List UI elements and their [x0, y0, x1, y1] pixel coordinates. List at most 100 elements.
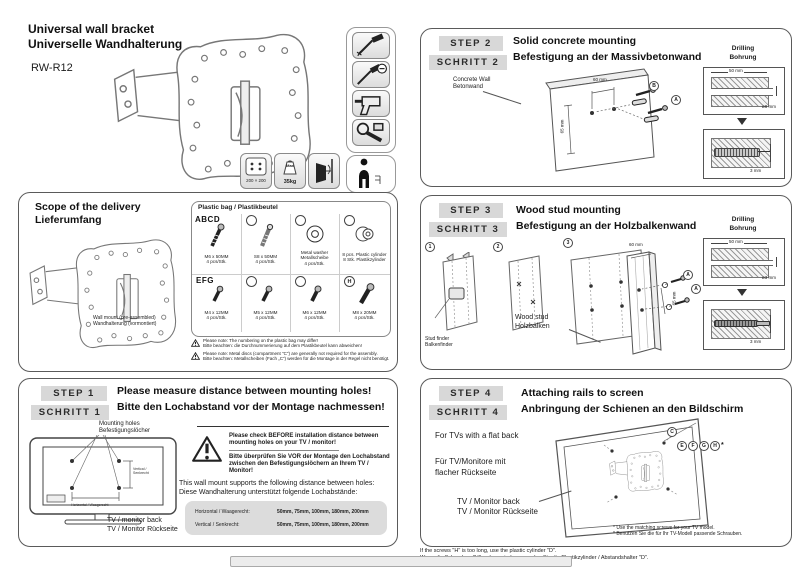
plastic-bag-box: Plastic bag / Plastikbeutel ABCD M6 x 50… — [191, 201, 391, 337]
scope-panel: Scope of the delivery Lieferumfang Wall … — [18, 192, 398, 372]
step2-title-en: Solid concrete mounting — [513, 35, 637, 47]
step4-badge: STEP 4 — [439, 386, 503, 401]
stud-finder-label: Stud finder Balkenfinder — [425, 336, 453, 348]
part-name: 8 pcs. Plastic cylinder — [342, 252, 387, 257]
wall-mount-drawing — [25, 229, 183, 357]
callout-c: C — [667, 427, 677, 437]
part-qty: 4 pcs/Stk. — [206, 259, 227, 265]
drill-diameter-label: ø3 mm — [762, 275, 776, 280]
step3-panel: STEP 3 SCHRITT 3 Wood stud mounting Befe… — [420, 195, 792, 370]
part-badge: EFG — [196, 276, 214, 285]
drilling-label-en: Drilling — [731, 45, 755, 52]
step2-badge: STEP 2 — [439, 36, 503, 51]
part-name: M4 x 12MM — [204, 310, 229, 315]
substep-2-number: 2 — [493, 242, 503, 252]
part-name: M5 x 12MM — [253, 310, 278, 315]
callout-a: A — [683, 270, 693, 280]
drilling-label-de: Bohrung — [729, 54, 757, 61]
part-name: M6 x 12MM — [302, 310, 327, 315]
scope-title-de: Lieferumfang — [35, 214, 102, 226]
note2-de: Bitte beachten: Metallscheiben (Fach „C“… — [203, 356, 390, 362]
model-number: RW-R12 — [31, 62, 73, 74]
callout-a-drill: A — [691, 284, 701, 294]
callout-f: F — [688, 441, 698, 451]
person-icon — [359, 158, 381, 188]
part-cell-a: ABCD M6 x 50MM 4 pcs/Stk. — [192, 214, 241, 274]
wall-dim-width: 60 mm — [593, 77, 607, 82]
max-label: Max — [286, 163, 294, 168]
vesa-pattern-tile: 200 × 200 — [240, 153, 272, 189]
callout-b: B — [649, 81, 659, 91]
step1-warning-de: Bitte überprüfen Sie VOR der Montage den… — [229, 454, 390, 475]
screw-icon — [212, 285, 224, 302]
part-cell-e: EFG M4 x 12MM 4 pcs/Stk. — [192, 276, 241, 334]
concrete-wall-en: Concrete Wall — [453, 77, 491, 83]
drill-icon — [352, 90, 390, 117]
page-title-en: Universal wall bracket — [28, 22, 155, 36]
vertical-dim-label: Vertical / Senkrecht — [133, 467, 149, 475]
callout-g: G — [699, 441, 709, 451]
max-weight-label: 35kg — [283, 179, 297, 185]
screw-icon — [210, 223, 225, 247]
stud-dim-width: 60 mm — [629, 242, 643, 247]
substep1-drawing — [434, 252, 478, 331]
tv-back-caption: TV / monitor back TV / Monitor Rückseite — [107, 517, 178, 534]
part-cell-d: 8 pcs. Plastic cylinder 8 Stk. Plastikzy… — [339, 214, 390, 274]
part-name: S8 x 50MM — [253, 254, 278, 259]
wall-mount-caption-en: Wall mount (pre-assembled) — [93, 315, 156, 321]
table-row-vertical-values: 50mm, 75mm, 100mm, 180mm, 200mm — [277, 522, 369, 528]
part-qty: 4 pcs/Stk. — [304, 260, 325, 266]
wall-mount-caption-de: Wandhalterung (vormontiert) — [93, 321, 157, 327]
part-badge — [295, 215, 306, 226]
part-cell-h: H M8 x 20MM 4 pcs/Stk. — [339, 276, 390, 334]
page-title-de: Universelle Wandhalterung — [28, 37, 183, 51]
substep-3-number: 3 — [563, 238, 573, 248]
note2-en: Please note: Metal discs (compartment "C… — [203, 351, 378, 356]
mounting-holes-label: Mounting holes Befestigungslöcher — [99, 421, 150, 435]
plastic-cylinder-icon — [355, 226, 374, 242]
table-row-vertical-label: Vertical / Senkrecht: — [195, 522, 240, 528]
tv-back-drawing — [29, 435, 177, 525]
part-badge: ABCD — [195, 215, 221, 224]
mounting-holes-en: Mounting holes — [99, 421, 140, 427]
warning-icon — [191, 339, 200, 347]
part-qty: 4 pcs/Stk. — [255, 315, 276, 321]
down-arrow-icon — [737, 118, 747, 125]
part-qty: 4 pcs/Stk. — [255, 259, 276, 265]
tv-back-label-de: TV / Monitor Rückseite — [457, 507, 538, 516]
part-name: M8 x 20MM — [352, 310, 377, 315]
table-row-horizontal-values: 50mm, 75mm, 100mm, 180mm, 200mm — [277, 509, 369, 515]
tv-back-caption-de: TV / Monitor Rückseite — [107, 525, 178, 533]
drilling-box: Drilling Bohrung 50 mm ø3 mm 3 mm — [699, 216, 787, 356]
vesa-size-label: 200 × 200 — [246, 178, 266, 183]
stud-finder-de: Balkenfinder — [425, 342, 453, 348]
tilt-icon — [316, 159, 333, 183]
step2-title-de: Befestigung an der Massivbetonwand — [513, 51, 702, 63]
distance-table: Horizontal / Waagerecht: 50mm, 75mm, 100… — [185, 501, 387, 535]
step4-title-en: Attaching rails to screen — [521, 387, 644, 399]
schritt2-badge: SCHRITT 2 — [429, 55, 507, 70]
step1-title-en: Please measure distance between mounting… — [117, 385, 372, 397]
wall-plug-icon — [260, 223, 274, 247]
concrete-wall-drawing — [545, 68, 668, 172]
wall-mount-caption: Wall mount (pre-assembled) Wandhalterung… — [93, 315, 185, 327]
flat-back-en: For TVs with a flat back — [435, 431, 519, 440]
part-badge: H — [344, 276, 355, 287]
part-badge — [246, 215, 257, 226]
protrusion-label: 3 mm — [750, 339, 762, 344]
part-cell-f: M5 x 12MM 4 pcs/Stk. — [241, 276, 290, 334]
page-title: Universal wall bracket Universelle Wandh… — [28, 22, 182, 52]
drill-depth-label: 50 mm — [728, 68, 744, 73]
schritt3-badge: SCHRITT 3 — [429, 222, 507, 237]
warning-triangle-icon — [192, 436, 222, 462]
part-cell-b: S8 x 50MM 4 pcs/Stk. — [241, 214, 290, 274]
screw-icon — [359, 283, 375, 305]
part-badge — [295, 276, 306, 287]
tv-back-rail-drawing — [555, 418, 709, 538]
footer-bar — [230, 556, 572, 567]
note1-en: Please note: The numbering on the plasti… — [203, 338, 319, 343]
step1-badge: STEP 1 — [41, 386, 107, 401]
footnote-de: * Benutzen Sie die für Ihr TV-Modell pas… — [613, 531, 743, 537]
stud-dim-height: 65 mm — [671, 291, 677, 306]
step4-footnotes: * Use the matching screws for your TV mo… — [613, 525, 785, 537]
